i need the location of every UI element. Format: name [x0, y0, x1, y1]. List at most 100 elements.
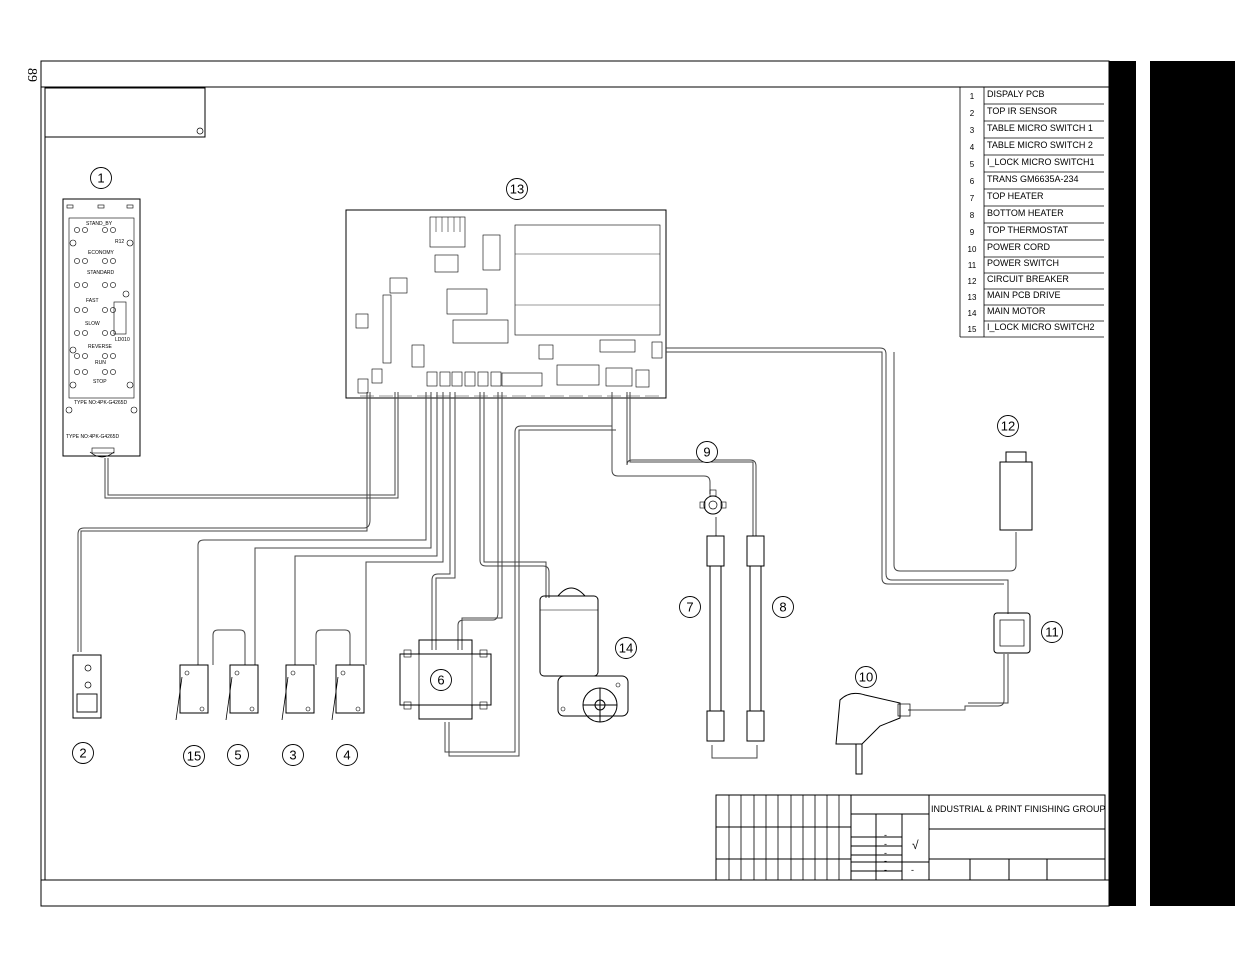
- callout-number: 1: [97, 171, 104, 186]
- pcb-button: [110, 307, 116, 313]
- circuit-breaker: [999, 451, 1033, 531]
- legend-number: 3: [970, 126, 975, 135]
- label-standard: STANDARD: [87, 270, 115, 276]
- legend-name: TOP IR SENSOR: [987, 106, 1058, 116]
- pcb-button: [110, 330, 116, 336]
- callout-6: 6: [430, 669, 452, 691]
- label-r12: R12: [115, 239, 124, 245]
- legend-name: MAIN MOTOR: [987, 306, 1046, 316]
- legend-number: 9: [970, 228, 975, 237]
- legend-number: 15: [968, 325, 977, 334]
- label-run: RUN: [95, 360, 106, 366]
- legend-name: I_LOCK MICRO SWITCH2: [987, 322, 1095, 332]
- legend-name: TABLE MICRO SWITCH 2: [987, 140, 1093, 150]
- callout-number: 5: [234, 748, 241, 763]
- callout-number: 3: [289, 748, 296, 763]
- callout-12: 12: [997, 415, 1019, 437]
- pcb-button: [102, 330, 108, 336]
- pcb-connector: [371, 368, 383, 384]
- callout-10: 10: [855, 666, 877, 688]
- legend-row: 9 TOP THERMOSTAT: [970, 225, 1069, 237]
- pcb-button: [102, 258, 108, 264]
- pcb-button: [82, 330, 88, 336]
- side-bar-outer: [1150, 61, 1235, 906]
- dash-1: -: [884, 830, 887, 840]
- header-box: [44, 87, 206, 138]
- pcb-button: [82, 258, 88, 264]
- label-slow: SLOW: [85, 321, 100, 327]
- transformer: [399, 639, 492, 720]
- pcb-connector: [490, 371, 502, 387]
- legend-number: 7: [970, 194, 975, 203]
- legend-name: TOP HEATER: [987, 191, 1044, 201]
- title-block: INDUSTRIAL & PRINT FINISHING GROUP √ - -…: [715, 794, 1106, 881]
- pcb-connector: [357, 378, 369, 394]
- legend-name: POWER SWITCH: [987, 258, 1059, 268]
- legend-name: TRANS GM6635A-234: [987, 174, 1079, 184]
- legend-number: 1: [970, 92, 975, 101]
- copyright-icon: [196, 127, 204, 135]
- pcb-button: [110, 353, 116, 359]
- legend-number: 12: [968, 277, 977, 286]
- top-thermostat: [699, 489, 727, 515]
- pcb-connector: [451, 371, 463, 387]
- bottom-heater: [746, 535, 765, 742]
- check-mark: √: [912, 838, 919, 852]
- display-pcb-buttons: [74, 227, 116, 375]
- legend-row: 3 TABLE MICRO SWITCH 1: [970, 123, 1093, 135]
- legend-name: TABLE MICRO SWITCH 1: [987, 123, 1093, 133]
- company-name: INDUSTRIAL & PRINT FINISHING GROUP: [931, 804, 1106, 814]
- callout-15: 15: [183, 745, 205, 767]
- pcb-button: [74, 369, 80, 375]
- pcb-button: [74, 227, 80, 233]
- pcb-button: [74, 330, 80, 336]
- type-label-inner: TYPE NO:4PK-G4265D: [74, 400, 127, 406]
- main-motor: [539, 587, 629, 723]
- callout-number: 8: [779, 600, 786, 615]
- label-stand-by: STAND_BY: [86, 221, 113, 227]
- type-label-outer: TYPE NO:4PK-G4265D: [66, 434, 119, 440]
- pcb-button: [74, 282, 80, 288]
- legend-name: MAIN PCB DRIVE: [987, 290, 1061, 300]
- legend-row: 1 DISPALY PCB: [970, 89, 1045, 101]
- label-fast: FAST: [86, 298, 99, 304]
- legend-number: 14: [968, 309, 977, 318]
- top-ir-sensor: [72, 654, 102, 719]
- legend-name: TOP THERMOSTAT: [987, 225, 1069, 235]
- callout-number: 14: [619, 641, 633, 656]
- pcb-button: [110, 282, 116, 288]
- pcb-button: [82, 282, 88, 288]
- pcb-connector: [426, 371, 438, 387]
- pcb-button: [74, 258, 80, 264]
- callout-3: 3: [282, 744, 304, 766]
- micro-switch: [225, 664, 259, 721]
- pcb-button: [82, 353, 88, 359]
- dash-6: -: [911, 865, 914, 875]
- callout-8: 8: [772, 596, 794, 618]
- callout-13: 13: [506, 178, 528, 200]
- legend-row: 11 POWER SWITCH: [968, 258, 1059, 270]
- callout-number: 7: [686, 600, 693, 615]
- title-block-columns: [728, 795, 840, 880]
- legend-number: 5: [970, 160, 975, 169]
- pcb-button: [82, 369, 88, 375]
- label-economy: ECONOMY: [88, 250, 115, 256]
- wiring: [77, 347, 1017, 759]
- callout-2: 2: [72, 742, 94, 764]
- pcb-button: [102, 282, 108, 288]
- pcb-button: [102, 227, 108, 233]
- callout-number: 10: [859, 670, 873, 685]
- legend-number: 11: [968, 261, 977, 270]
- callout-number: 4: [343, 748, 350, 763]
- legend-name: DISPALY PCB: [987, 89, 1045, 99]
- pcb-button: [82, 227, 88, 233]
- micro-switch: [281, 664, 315, 721]
- legend-row: 15 I_LOCK MICRO SWITCH2: [968, 322, 1095, 334]
- label-stop: STOP: [93, 379, 107, 385]
